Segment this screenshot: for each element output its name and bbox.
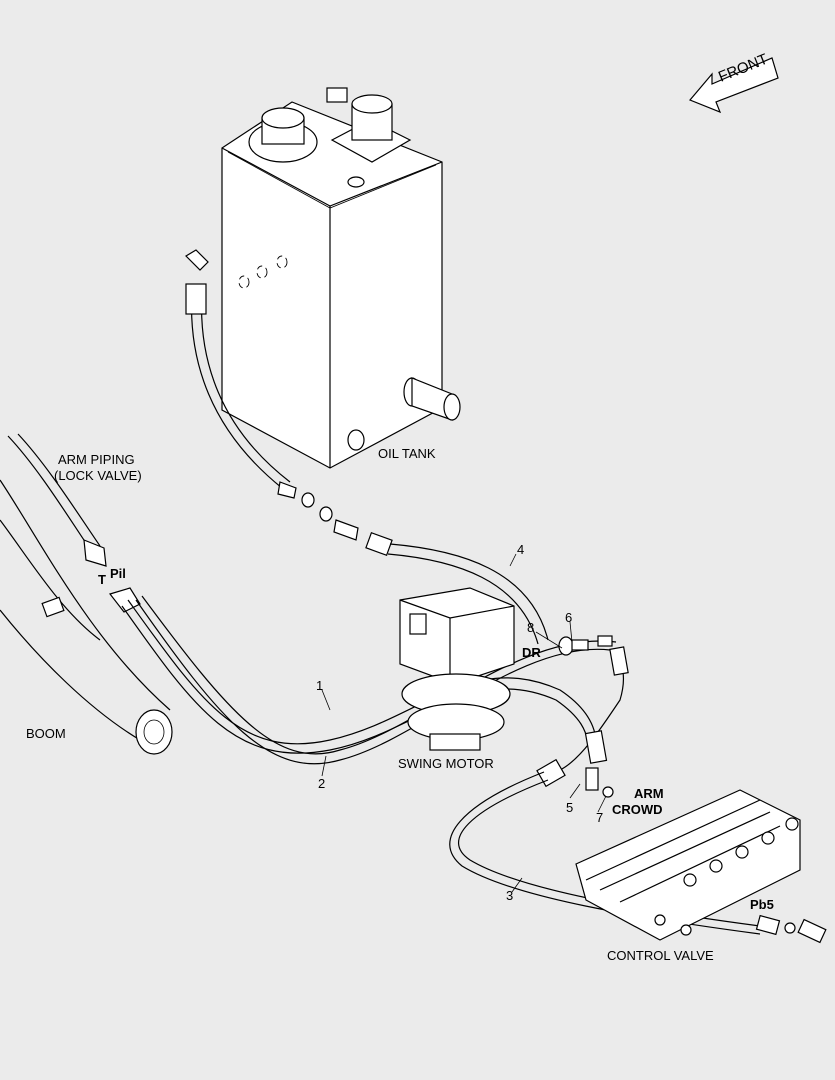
tank-drain-hose bbox=[185, 283, 359, 541]
callout-leaders bbox=[321, 553, 607, 893]
callout-8: 8 bbox=[527, 620, 535, 635]
arm-crowd-label-line1: ARM bbox=[634, 786, 664, 801]
arm-crowd-label-line2: CROWD bbox=[612, 802, 663, 817]
oil-tank bbox=[185, 87, 461, 469]
hose-2 bbox=[135, 595, 625, 771]
swing-motor bbox=[399, 587, 515, 751]
callout-5: 5 bbox=[566, 800, 574, 815]
hose-4 bbox=[365, 531, 549, 645]
callout-4: 4 bbox=[517, 542, 525, 557]
swing-motor-label: SWING MOTOR bbox=[398, 756, 494, 771]
boom-label: BOOM bbox=[26, 726, 66, 741]
callout-1: 1 bbox=[316, 678, 324, 693]
arm-piping-label-line2: (LOCK VALVE) bbox=[54, 468, 142, 483]
hose-1 bbox=[121, 599, 597, 754]
front-arrow-icon bbox=[689, 57, 779, 114]
callout-6: 6 bbox=[565, 610, 573, 625]
arm-crowd-fittings bbox=[536, 758, 614, 798]
oil-tank-label: OIL TANK bbox=[378, 446, 436, 461]
arm-piping-label-line1: ARM PIPING bbox=[58, 452, 135, 467]
callout-2: 2 bbox=[318, 776, 326, 791]
callout-3: 3 bbox=[506, 888, 514, 903]
boom bbox=[0, 479, 173, 755]
port-pb5-label: Pb5 bbox=[750, 897, 774, 912]
port-dr-label: DR bbox=[522, 645, 541, 660]
arm-piping bbox=[7, 433, 141, 613]
port-t-label: T bbox=[98, 572, 106, 587]
callout-7: 7 bbox=[596, 810, 604, 825]
dr-fittings bbox=[558, 635, 629, 676]
control-valve-label: CONTROL VALVE bbox=[607, 948, 714, 963]
control-valve bbox=[575, 789, 801, 941]
port-pil-label: Pil bbox=[110, 566, 126, 581]
